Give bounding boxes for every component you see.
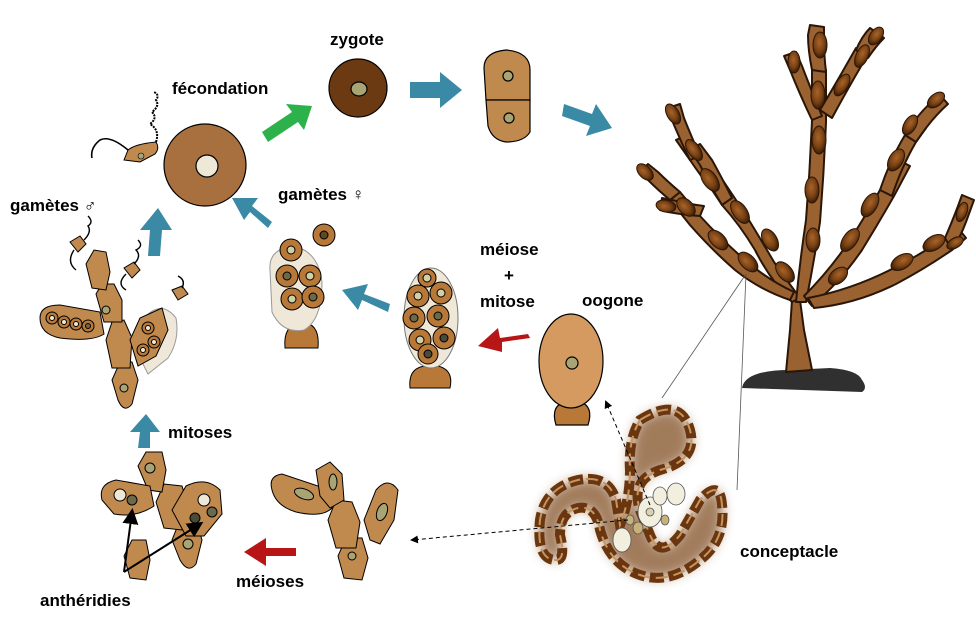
- fucus-thallus: [634, 24, 974, 392]
- arrow-meioses: [244, 538, 296, 566]
- antheridia-branch-mature: [40, 250, 177, 408]
- oosphere-fertilization: [164, 124, 246, 206]
- label-meioses: méioses: [236, 572, 304, 591]
- arrow-gametes-female: [232, 198, 272, 228]
- oogonium-eight-eggs: [403, 268, 458, 388]
- label-antheridies: anthéridies: [40, 591, 131, 610]
- label-gametes-male: gamètes ♂: [10, 196, 96, 215]
- arrow-oogone-meiosis: [478, 328, 530, 352]
- label-oogone: oogone: [582, 291, 643, 310]
- released-oospheres: [270, 224, 335, 348]
- arrow-mitoses: [130, 414, 160, 448]
- label-zygote: zygote: [330, 30, 384, 49]
- arrow-oogonium-release: [342, 284, 390, 312]
- label-plus: +: [504, 266, 514, 285]
- arrow-fecondation: [262, 104, 312, 142]
- antherozoid: [92, 92, 158, 162]
- label-conceptacle: conceptacle: [740, 542, 838, 561]
- label-gametes-female: gamètes ♀: [278, 185, 364, 204]
- embryo-two-cells: [484, 50, 530, 142]
- oogone-cell: [539, 314, 603, 425]
- label-meiose: méiose: [480, 240, 539, 259]
- zoom-line-left: [662, 274, 746, 398]
- label-mitose: mitose: [480, 292, 535, 311]
- arrow-embryo-thallus: [562, 104, 612, 136]
- arrow-gametes-male: [140, 208, 172, 256]
- label-mitoses: mitoses: [168, 423, 232, 442]
- arrow-zygote-embryo: [410, 72, 462, 108]
- antheridia-young: [101, 452, 222, 580]
- vegetative-filament: [271, 462, 398, 580]
- label-fecondation: fécondation: [172, 79, 268, 98]
- conceptacle-section: [539, 410, 722, 578]
- zygote-cell: [329, 59, 387, 117]
